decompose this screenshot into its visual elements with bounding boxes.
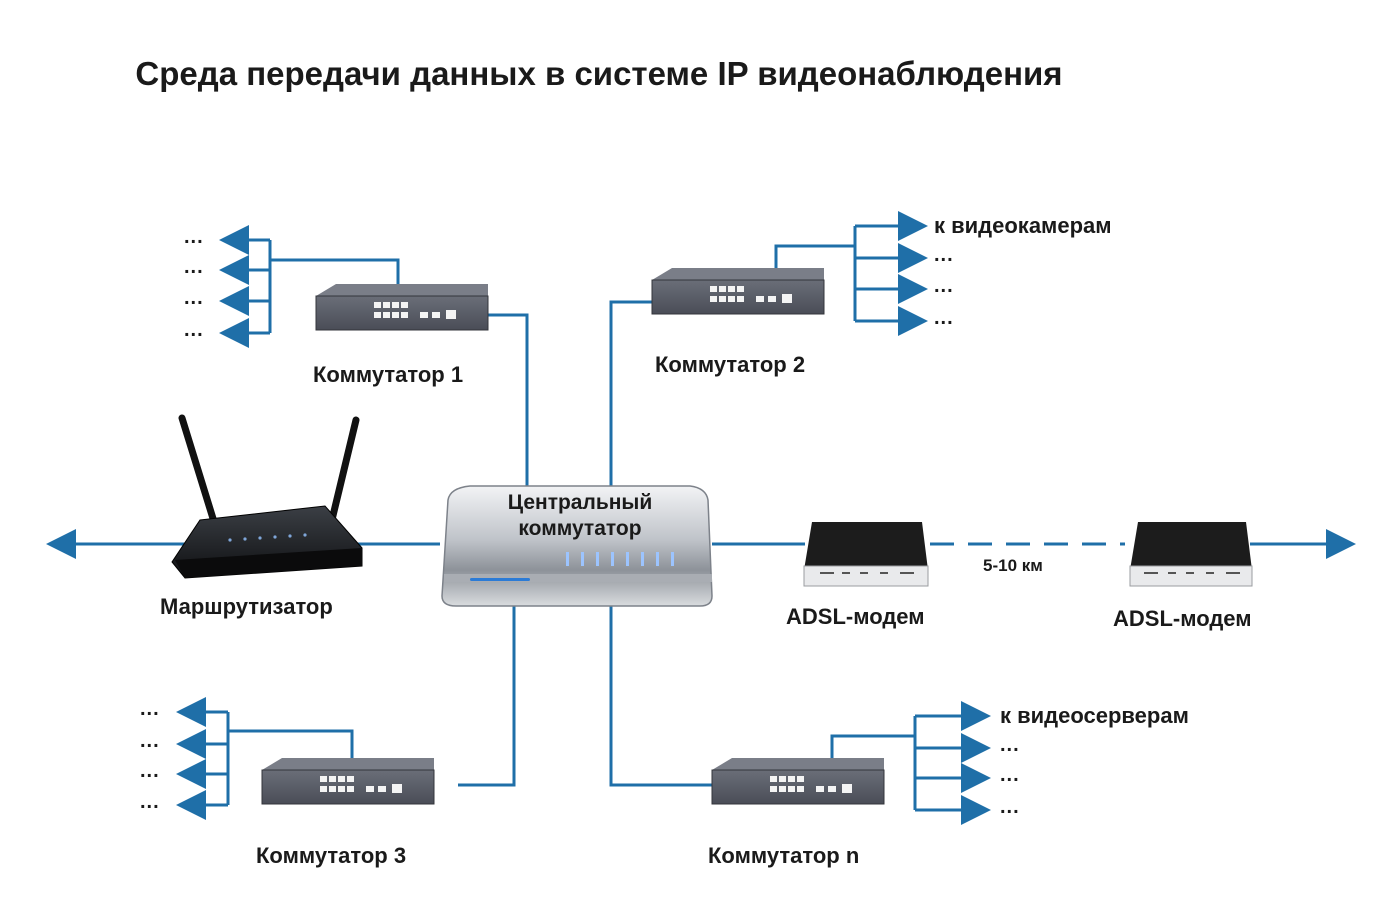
switch3-label: Коммутатор 3	[256, 843, 407, 868]
switch1-ellipsis-2: ...	[184, 256, 204, 278]
switchn-ellipsis-1: ...	[1000, 734, 1020, 756]
router-device	[171, 414, 363, 579]
adsl-modem1-device	[803, 522, 929, 587]
switchn-device	[711, 758, 885, 805]
central-switch-device	[441, 485, 713, 607]
switch2-ellipsis-1: ...	[934, 244, 954, 266]
switch2-device	[651, 268, 825, 315]
diagram-title: Среда передачи данных в системе IP видео…	[135, 55, 1063, 92]
adsl-modem2-device	[1129, 522, 1253, 587]
switchn-fanout	[830, 701, 991, 825]
switch3-ellipsis-2: ...	[140, 730, 160, 752]
switch3-ellipsis-1: ...	[140, 698, 160, 720]
router-label: Маршрутизатор	[160, 594, 333, 619]
switchn-ellipsis-3: ...	[1000, 796, 1020, 818]
branch-links	[458, 300, 712, 787]
switch1-ellipsis-3: ...	[184, 287, 204, 309]
switch1-ellipsis-4: ...	[184, 319, 204, 341]
switch3-fanout	[176, 697, 354, 820]
switch2-ellipsis-3: ...	[934, 307, 954, 329]
adsl-modem1-label: ADSL-модем	[786, 604, 925, 629]
switch3-ellipsis-4: ...	[140, 791, 160, 813]
switch3-ellipsis-3: ...	[140, 760, 160, 782]
switch1-device	[315, 284, 489, 331]
to-cameras-label: к видеокамерам	[934, 213, 1112, 238]
switch2-fanout	[774, 211, 928, 336]
switch1-label: Коммутатор 1	[313, 362, 464, 387]
switch1-ellipsis-1: ...	[184, 226, 204, 248]
switch1-fanout	[219, 225, 400, 348]
switchn-label: Коммутатор n	[708, 843, 860, 868]
adsl-modem2-label: ADSL-модем	[1113, 606, 1252, 631]
central-switch-label: Центральный коммутатор	[470, 490, 690, 542]
switchn-ellipsis-2: ...	[1000, 764, 1020, 786]
central-switch-label-line2: коммутатор	[518, 517, 642, 540]
switch2-ellipsis-2: ...	[934, 275, 954, 297]
central-switch-label-line1: Центральный	[507, 491, 653, 514]
distance-label: 5-10 км	[983, 556, 1043, 575]
switch2-label: Коммутатор 2	[655, 352, 806, 377]
to-servers-label: к видеосерверам	[1000, 703, 1189, 728]
switch3-device	[261, 758, 435, 805]
